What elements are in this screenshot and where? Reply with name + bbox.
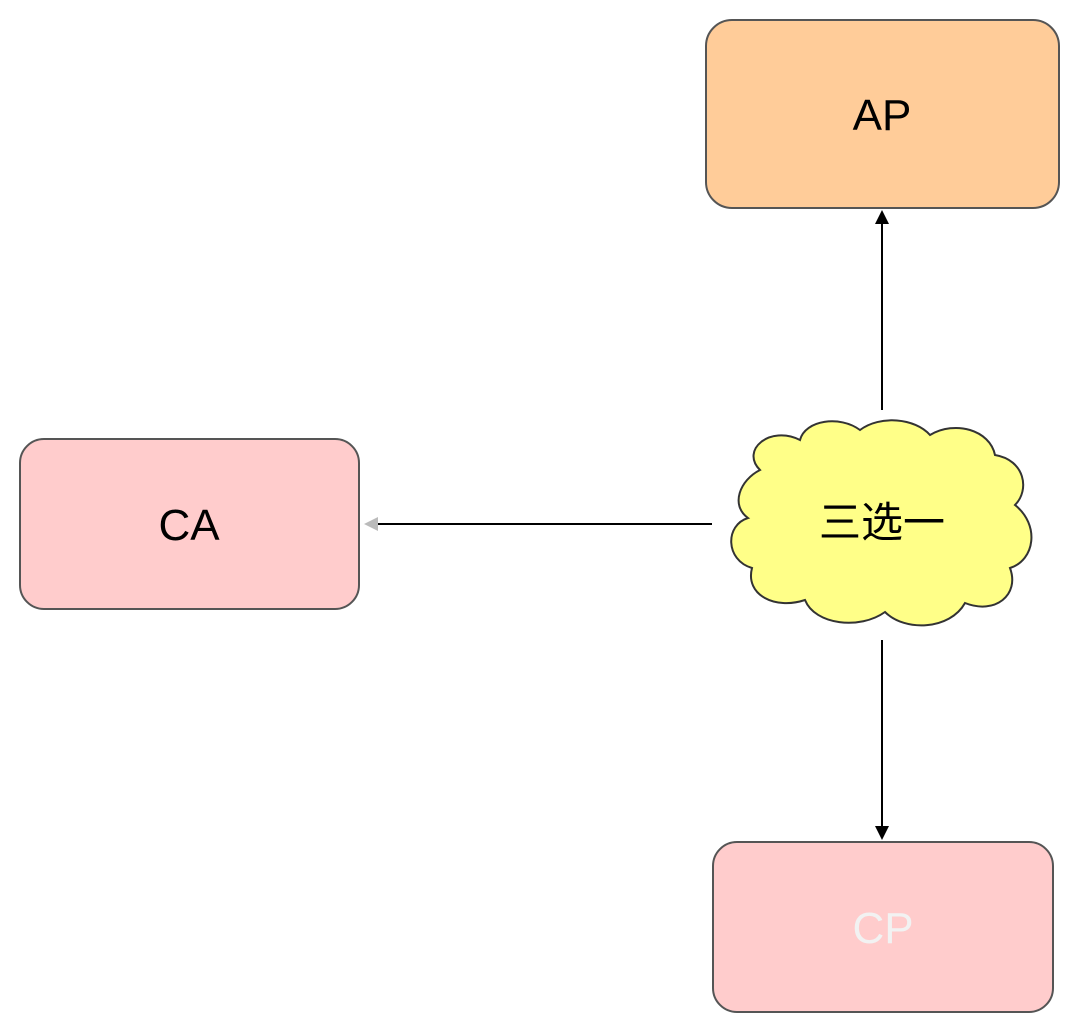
node-ap-label: AP <box>853 91 912 140</box>
node-cp-label: CP <box>852 904 913 953</box>
cloud-shape <box>730 419 1033 627</box>
node-cp: CP <box>712 841 1054 1013</box>
node-ap: AP <box>705 19 1060 209</box>
cloud-label: 三选一 <box>819 498 945 547</box>
cloud-choose-one: 三选一 <box>730 419 1033 627</box>
node-ca: CA <box>19 438 360 610</box>
node-cp-box <box>712 841 1054 1013</box>
node-ap-box <box>705 19 1060 209</box>
node-ca-label: CA <box>158 501 220 550</box>
node-ca-box <box>19 438 360 610</box>
